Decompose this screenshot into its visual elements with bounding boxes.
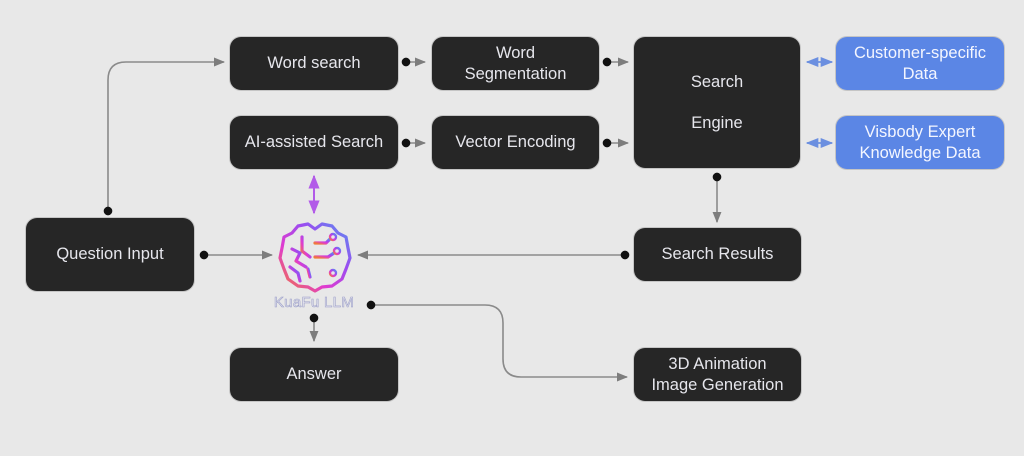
vector-encoding-label: Vector Encoding xyxy=(455,133,576,151)
search-results-node[interactable]: Search Results xyxy=(634,228,801,281)
expert-data-node[interactable]: Visbody Expert Knowledge Data xyxy=(836,116,1004,169)
answer-label: Answer xyxy=(286,365,342,383)
brain-circuit-icon xyxy=(278,222,352,293)
animation-label-line1: 3D Animation xyxy=(668,354,767,373)
edge-llm-to-animation xyxy=(366,300,629,382)
answer-node[interactable]: Answer xyxy=(230,348,398,401)
search-results-label: Search Results xyxy=(661,245,774,263)
ai-search-node[interactable]: AI-assisted Search xyxy=(230,116,398,169)
word-segmentation-node[interactable]: Word Segmentation xyxy=(432,37,599,90)
word-search-node[interactable]: Word search xyxy=(230,37,398,90)
word-segmentation-label-line1: Word xyxy=(495,43,536,62)
customer-data-label-line2: Data xyxy=(902,64,938,83)
word-search-label: Word search xyxy=(267,54,361,72)
expert-data-label-line2: Knowledge Data xyxy=(859,143,981,162)
word-segmentation-label-line2: Segmentation xyxy=(464,64,567,83)
animation-node[interactable]: 3D Animation Image Generation xyxy=(634,348,801,401)
llm-label: KuaFu LLM xyxy=(273,294,355,312)
edge-question-to-word-search xyxy=(103,57,226,216)
question-input-node[interactable]: Question Input xyxy=(26,218,194,291)
search-engine-label-line1: Search xyxy=(690,72,744,91)
customer-data-node[interactable]: Customer-specific Data xyxy=(836,37,1004,90)
animation-label-line2: Image Generation xyxy=(651,375,784,394)
expert-data-label-line1: Visbody Expert xyxy=(864,122,976,141)
ai-search-label: AI-assisted Search xyxy=(244,133,384,151)
vector-encoding-node[interactable]: Vector Encoding xyxy=(432,116,599,169)
question-input-label: Question Input xyxy=(56,245,164,263)
search-engine-node[interactable]: Search Engine xyxy=(634,37,800,168)
customer-data-label-line1: Customer-specific xyxy=(853,43,987,62)
search-engine-label-line2: Engine xyxy=(691,113,743,132)
